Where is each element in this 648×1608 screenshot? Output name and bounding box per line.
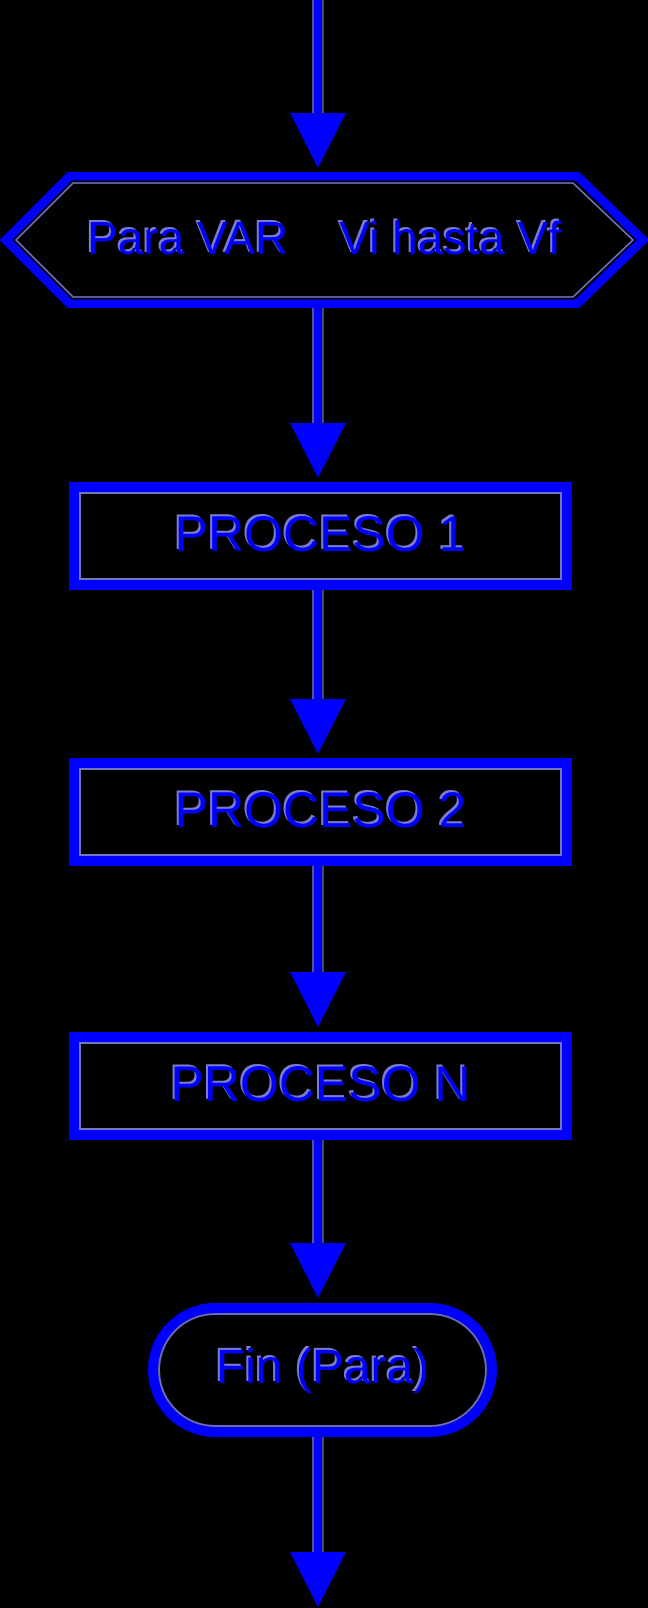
connector-line-3 [314, 866, 322, 973]
down-arrow-head-1 [290, 423, 346, 478]
connector-line-entry [314, 0, 322, 114]
loop-end-label: Fin (Para) [215, 1341, 430, 1394]
down-arrow-head-exit [290, 1552, 346, 1607]
node-loop-start-hexagon: Para VAR Vi hasta Vf [0, 172, 648, 308]
hexagon-shape [0, 172, 648, 308]
node-process-1: PROCESO 1 [69, 482, 572, 590]
down-arrow-head-entry [290, 113, 346, 168]
connector-line-4 [314, 1140, 322, 1244]
down-arrow-head-4 [290, 1243, 346, 1298]
node-loop-end-terminator: Fin (Para) [148, 1303, 497, 1437]
loop-start-label: Para VAR Vi hasta Vf [87, 212, 561, 264]
down-arrow-head-3 [290, 972, 346, 1027]
process-n-label: PROCESO N [170, 1056, 471, 1112]
down-arrow-head-2 [290, 699, 346, 754]
node-process-n: PROCESO N [69, 1032, 572, 1140]
connector-line-1 [314, 308, 322, 424]
connector-line-exit [314, 1437, 322, 1553]
connector-line-2 [314, 590, 322, 700]
process-1-label: PROCESO 1 [174, 506, 467, 562]
node-process-2: PROCESO 2 [69, 758, 572, 866]
process-2-label: PROCESO 2 [174, 782, 467, 838]
